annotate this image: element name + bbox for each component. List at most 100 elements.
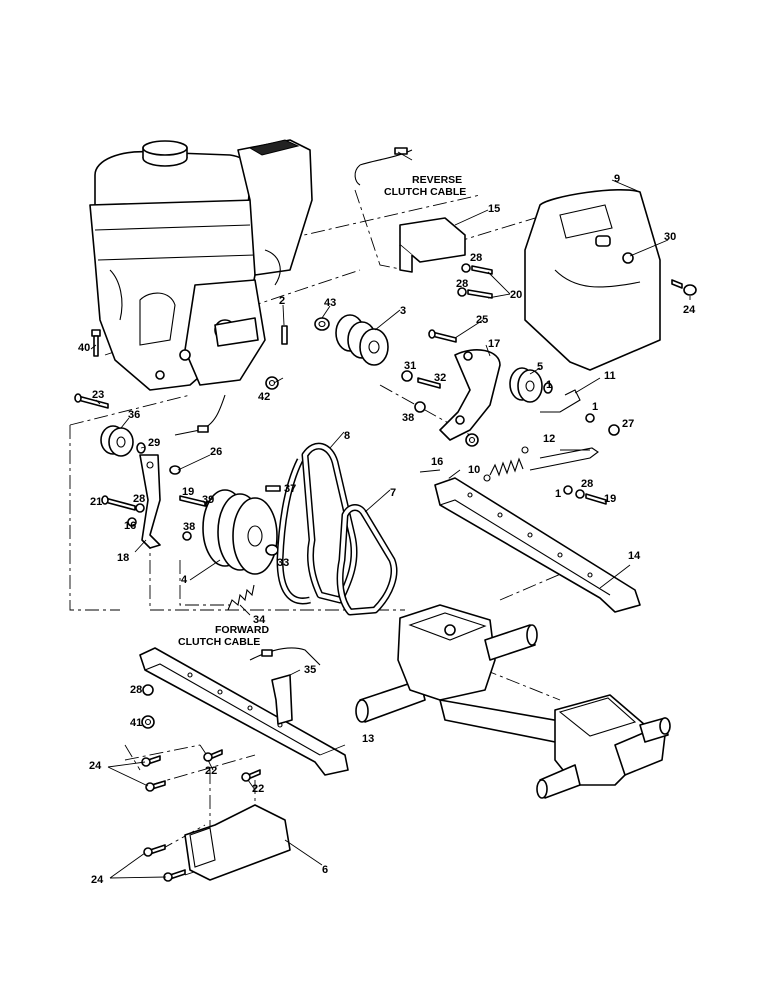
- callout-22: 22: [252, 783, 264, 795]
- callout-41: 41: [130, 717, 142, 729]
- belt-cover-9: [524, 189, 661, 371]
- callout-1: 1: [592, 401, 598, 413]
- callout-19: 19: [182, 486, 194, 498]
- callout-42: 42: [258, 391, 270, 403]
- callout-14: 14: [628, 550, 641, 562]
- plate-6: [184, 804, 291, 881]
- clutch-cable-upper: [174, 394, 226, 436]
- bolt-24-cover: [671, 279, 697, 296]
- bracket-35: [271, 674, 293, 725]
- callout-11: 11: [604, 370, 616, 382]
- callout-13: 13: [362, 733, 374, 745]
- caption-forward-cable-2: CLUTCH CABLE: [178, 636, 260, 648]
- callout-3: 3: [400, 305, 406, 317]
- callout-26: 26: [210, 446, 222, 458]
- callout-30: 30: [664, 231, 676, 243]
- callout-27: 27: [622, 418, 634, 430]
- callout-9: 9: [614, 173, 620, 185]
- callout-19: 19: [604, 493, 616, 505]
- washer-38-left: [182, 531, 192, 541]
- callout-24: 24: [683, 304, 696, 316]
- bolt-40: [91, 329, 101, 357]
- callout-1: 1: [555, 488, 561, 500]
- transmission: [355, 604, 671, 799]
- bolt-25: [428, 329, 457, 343]
- washer-16: [465, 433, 479, 447]
- caption-forward-cable: FORWARD: [215, 624, 269, 636]
- bolt-19-right: [563, 485, 607, 505]
- forward-clutch-cable: [249, 647, 321, 666]
- frame-rail-14: [434, 477, 641, 613]
- callout-28: 28: [130, 684, 142, 696]
- belt-7: [336, 504, 398, 616]
- frame-rail-13: [139, 647, 349, 776]
- screws-28-20: [457, 263, 493, 299]
- idler-pulley-36: [100, 425, 134, 457]
- callout-22: 22: [205, 765, 217, 777]
- nut-42: [265, 376, 279, 390]
- callout-33: 33: [277, 557, 289, 569]
- idler-pulley-5: [509, 367, 543, 403]
- callout-34: 34: [253, 614, 266, 626]
- bracket-17: [439, 349, 501, 441]
- belt-8: [276, 442, 358, 605]
- callout-15: 15: [488, 203, 500, 215]
- callout-16: 16: [431, 456, 443, 468]
- callout-28: 28: [133, 493, 145, 505]
- callout-43: 43: [324, 297, 336, 309]
- callout-labels: REVERSE CLUTCH CABLE FORWARD CLUTCH CABL…: [78, 173, 696, 886]
- callout-6: 6: [322, 864, 328, 876]
- callout-31: 31: [404, 360, 416, 372]
- callout-16: 16: [124, 520, 136, 532]
- callout-8: 8: [344, 430, 350, 442]
- spring-34: [227, 584, 255, 611]
- callout-39: 39: [202, 494, 214, 506]
- key-37: [265, 485, 281, 492]
- callout-24: 24: [89, 760, 102, 772]
- callout-10: 10: [468, 464, 480, 476]
- caption-reverse-cable-2: CLUTCH CABLE: [384, 186, 466, 198]
- bushing-26: [169, 465, 181, 475]
- leader-lines: [90, 151, 691, 879]
- bolt-21: [101, 495, 145, 527]
- spring-10: [483, 446, 529, 482]
- washer-nut-31-32: [401, 370, 441, 413]
- engine: [89, 139, 313, 391]
- nut-28-41: [141, 684, 155, 729]
- callout-25: 25: [476, 314, 488, 326]
- reverse-clutch-cable: [354, 147, 413, 186]
- bolt-23: [74, 393, 109, 409]
- callout-28: 28: [470, 252, 482, 264]
- callout-28: 28: [456, 278, 468, 290]
- callout-2: 2: [279, 295, 285, 307]
- pulley-4: [202, 489, 278, 575]
- washer-43: [314, 317, 330, 331]
- callout-20: 20: [510, 289, 522, 301]
- callout-12: 12: [543, 433, 555, 445]
- callout-5: 5: [537, 361, 543, 373]
- washer-33: [265, 544, 279, 556]
- key-2: [281, 325, 288, 345]
- caption-reverse-cable: REVERSE: [412, 174, 462, 186]
- callout-40: 40: [78, 342, 90, 354]
- rod-12: [529, 447, 599, 471]
- bracket-15: [399, 217, 466, 273]
- pulley-3: [335, 314, 389, 366]
- callout-24: 24: [91, 874, 104, 886]
- callout-7: 7: [390, 487, 396, 499]
- bolts-24-22: [141, 749, 261, 882]
- arm-18: [139, 454, 161, 549]
- callout-29: 29: [148, 437, 160, 449]
- callout-23: 23: [92, 389, 104, 401]
- callout-37: 37: [284, 483, 296, 495]
- callout-28: 28: [581, 478, 593, 490]
- callout-36: 36: [128, 409, 140, 421]
- callout-35: 35: [304, 664, 316, 676]
- washers-1: [543, 382, 620, 436]
- callout-21: 21: [90, 496, 102, 508]
- callout-32: 32: [434, 372, 446, 384]
- callout-17: 17: [488, 338, 500, 350]
- callout-18: 18: [117, 552, 129, 564]
- callout-4: 4: [181, 574, 188, 586]
